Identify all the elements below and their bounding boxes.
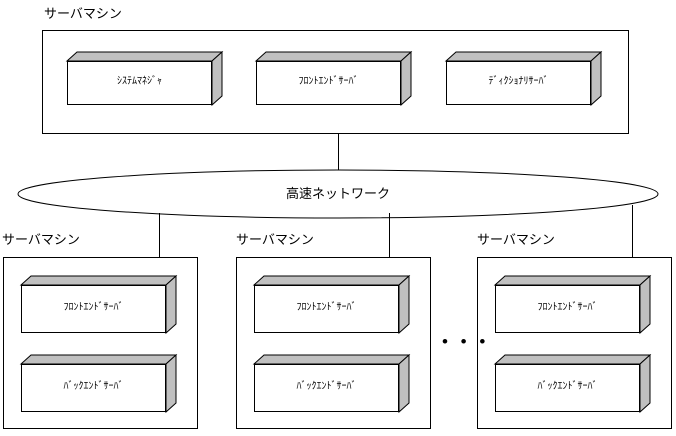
box-label-front-end-server-2: ﾌﾛﾝﾄｴﾝﾄﾞｻｰﾊﾞ bbox=[296, 302, 357, 313]
bottom-machine-frame-1 bbox=[3, 257, 198, 429]
network-label: 高速ネットワーク bbox=[285, 186, 390, 201]
ellipsis-more-machines: • • • bbox=[442, 332, 490, 351]
top-machine-label: サーバマシン bbox=[44, 6, 122, 21]
box3d-front-end-server-top bbox=[254, 50, 413, 107]
box-label-front-end-server-1: ﾌﾛﾝﾄｴﾝﾄﾞｻｰﾊﾞ bbox=[63, 302, 124, 313]
box3d-back-end-server-3 bbox=[493, 353, 652, 414]
box3d-front-end-server-3 bbox=[493, 274, 652, 335]
box3d-dictionary-server bbox=[444, 50, 603, 107]
box-label-front-end-server-top: ﾌﾛﾝﾄｴﾝﾄﾞｻｰﾊﾞ bbox=[298, 76, 359, 87]
bottom-machine-label-1: サーバマシン bbox=[2, 232, 80, 247]
box-label-dictionary-server: ﾃﾞｨｸｼｮﾅﾘｻｰﾊﾞ bbox=[488, 76, 549, 87]
box-label-front-end-server-3: ﾌﾛﾝﾄｴﾝﾄﾞｻｰﾊﾞ bbox=[537, 302, 598, 313]
box3d-front-end-server-1 bbox=[19, 274, 178, 335]
box-label-back-end-server-2: ﾊﾞｯｸｴﾝﾄﾞｻｰﾊﾞ bbox=[296, 381, 357, 392]
box3d-back-end-server-2 bbox=[252, 353, 411, 414]
bottom-machine-label-3: サーバマシン bbox=[477, 232, 555, 247]
bottom-machine-label-2: サーバマシン bbox=[236, 232, 314, 247]
box3d-back-end-server-1 bbox=[19, 353, 178, 414]
network-ellipse bbox=[17, 169, 659, 219]
bottom-machine-frame-2 bbox=[236, 257, 431, 429]
box-label-back-end-server-3: ﾊﾞｯｸｴﾝﾄﾞｻｰﾊﾞ bbox=[537, 381, 598, 392]
box3d-system-manager bbox=[65, 50, 224, 107]
box3d-front-end-server-2 bbox=[252, 274, 411, 335]
box-label-back-end-server-1: ﾊﾞｯｸｴﾝﾄﾞｻｰﾊﾞ bbox=[63, 381, 124, 392]
bottom-machine-frame-3 bbox=[477, 257, 672, 429]
box-label-system-manager: ｼｽﾃﾑﾏﾈｼﾞｬ bbox=[117, 76, 162, 87]
top-machine-frame bbox=[42, 30, 629, 134]
